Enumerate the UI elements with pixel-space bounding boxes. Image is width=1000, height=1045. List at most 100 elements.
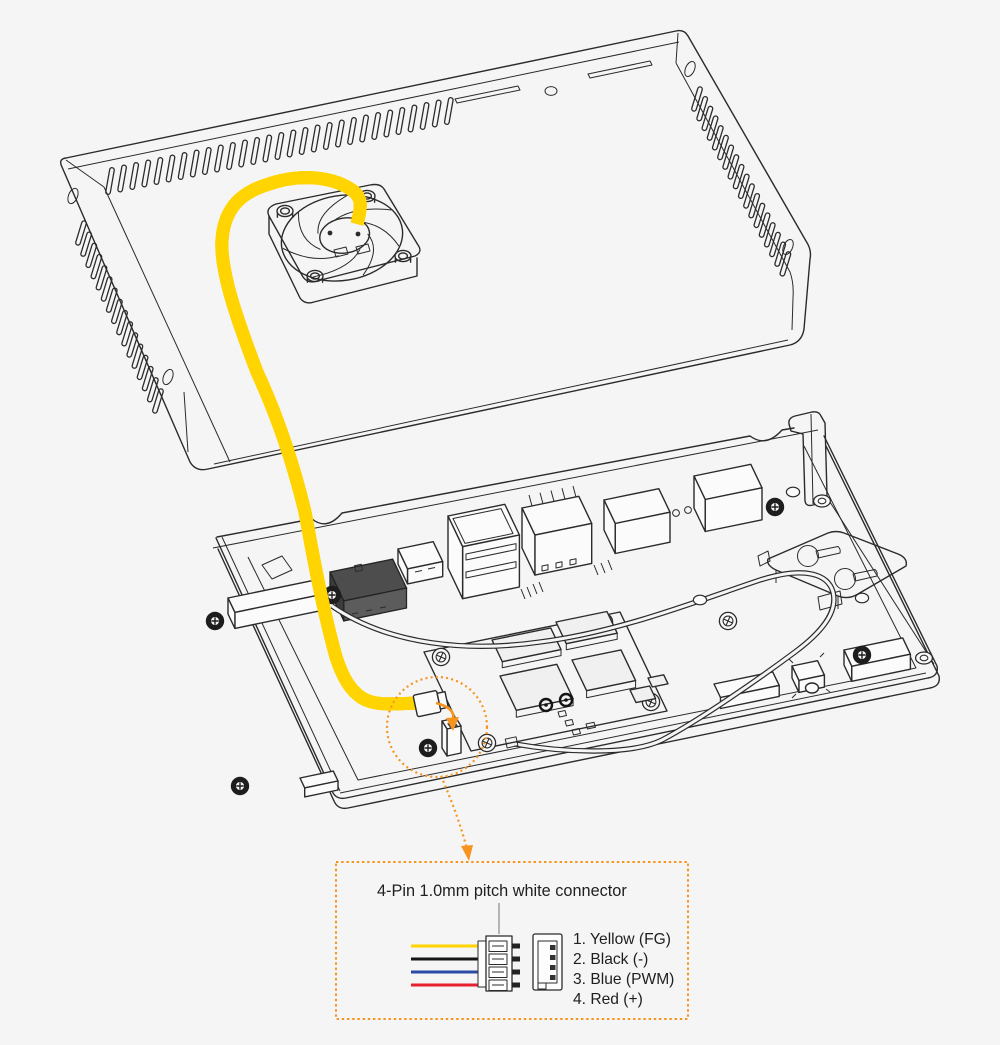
- bottom-case: [205, 411, 940, 810]
- vent-slot: [153, 157, 164, 185]
- vent-slot: [238, 139, 248, 168]
- vent-slot: [310, 124, 321, 153]
- ethernet-pins: [528, 485, 577, 507]
- push-button: [788, 652, 831, 699]
- vent-slot: [443, 97, 454, 125]
- vent-slot: [347, 117, 357, 145]
- tray-outline: [215, 435, 938, 800]
- legend-line-3: 3. Blue (PWM): [573, 971, 674, 988]
- vent-slot: [146, 377, 159, 403]
- lid-flange-hole: [684, 60, 696, 78]
- vent-slot: [126, 332, 139, 358]
- module-chips: [491, 610, 669, 718]
- fan-screw: [276, 204, 294, 218]
- small-component: [353, 563, 364, 573]
- vent-slot: [274, 132, 285, 160]
- wire-legend: 1. Yellow (FG) 2. Black (-) 3. Blue (PWM…: [573, 931, 674, 1008]
- corner-post: [788, 411, 828, 507]
- pcb-screw-hole: [672, 509, 680, 517]
- socket-pins: [550, 945, 556, 980]
- vent-slot: [105, 287, 118, 313]
- connector-plug-drawing: [477, 935, 520, 992]
- chip-pads: [351, 606, 387, 615]
- fan-frame-thickness: [268, 215, 418, 304]
- lid-slit-cutout: [454, 60, 653, 104]
- lid-left-fold: [103, 186, 231, 463]
- screw: [230, 776, 250, 796]
- screw: [765, 497, 785, 517]
- vent-slot: [100, 276, 113, 302]
- vent-slot: [189, 149, 200, 178]
- vent-slot: [177, 152, 188, 180]
- vent-slot: [129, 162, 140, 190]
- connector-socket-drawing: [532, 933, 563, 991]
- vent-slot: [136, 354, 149, 381]
- fan-opening: [280, 194, 404, 282]
- lid-right-fold: [675, 62, 794, 331]
- pcb-hole: [785, 486, 801, 498]
- rim-bar: [227, 578, 326, 630]
- vent-slot: [717, 134, 729, 161]
- legend-line-2: 2. Black (-): [573, 951, 648, 968]
- front-right-connector: [843, 637, 912, 682]
- fan-frame: [267, 183, 421, 283]
- vent-slot: [774, 241, 787, 267]
- vent-slot: [110, 298, 123, 325]
- vent-slot: [696, 95, 709, 122]
- standoff: [812, 494, 832, 508]
- fan-cable-plug: [412, 690, 449, 718]
- highlight-circle: [385, 675, 489, 779]
- vent-slot: [769, 231, 781, 258]
- rim-bar-small: [299, 770, 339, 798]
- usb-c-port: [397, 541, 444, 585]
- mainboard: [205, 445, 934, 798]
- vent-slot: [85, 242, 98, 269]
- vent-slot: [152, 388, 164, 414]
- detail-box: 4-Pin 1.0mm pitch white connector: [335, 861, 689, 1020]
- callout-leader-arrowhead: [461, 845, 473, 861]
- fan-rotor: [280, 194, 404, 282]
- cooling-fan: [267, 183, 421, 304]
- antenna-cable: [330, 570, 837, 754]
- corner-post-edge: [790, 413, 814, 505]
- vent-slot: [431, 99, 442, 128]
- fan-screw: [394, 249, 412, 263]
- vent-slot: [250, 137, 261, 165]
- vent-slot: [753, 202, 766, 229]
- chip: [329, 558, 408, 622]
- lid-flange-hole: [67, 187, 79, 205]
- lid-front-hem: [213, 339, 789, 465]
- vent-slot: [779, 251, 792, 277]
- vent-slot: [131, 343, 144, 369]
- vent-slot: [95, 265, 108, 291]
- lid-right-vent-row: [691, 86, 792, 277]
- lid-left-vent-row: [75, 220, 164, 414]
- vent-slot: [748, 192, 761, 219]
- vent-slot: [732, 163, 745, 190]
- lid-flange-hole: [162, 368, 174, 386]
- lid-hole: [544, 86, 558, 96]
- vent-slot: [262, 134, 273, 163]
- vent-slot: [701, 105, 714, 132]
- lid-top-vent-row: [105, 97, 454, 195]
- vent-slot: [383, 109, 394, 138]
- screw: [852, 645, 872, 665]
- vent-slot: [165, 154, 176, 183]
- vent-slot: [141, 159, 152, 188]
- io-block-connector: [603, 488, 671, 555]
- vent-slot: [117, 164, 127, 193]
- module-pads: [557, 710, 596, 736]
- legend-line-1: 1. Yellow (FG): [573, 931, 671, 948]
- pcb-hole: [692, 594, 708, 606]
- fan-hub-dot: [355, 231, 361, 237]
- vent-slot: [763, 222, 776, 248]
- fan-hub-pads: [333, 243, 371, 258]
- screw: [418, 738, 438, 758]
- top-cover-outline: [59, 29, 812, 471]
- pcb-screw-hole: [684, 506, 692, 514]
- antenna-contacts: [538, 692, 574, 713]
- vent-slot: [711, 125, 724, 151]
- vent-slot: [298, 127, 309, 155]
- screw-hole: [718, 611, 738, 631]
